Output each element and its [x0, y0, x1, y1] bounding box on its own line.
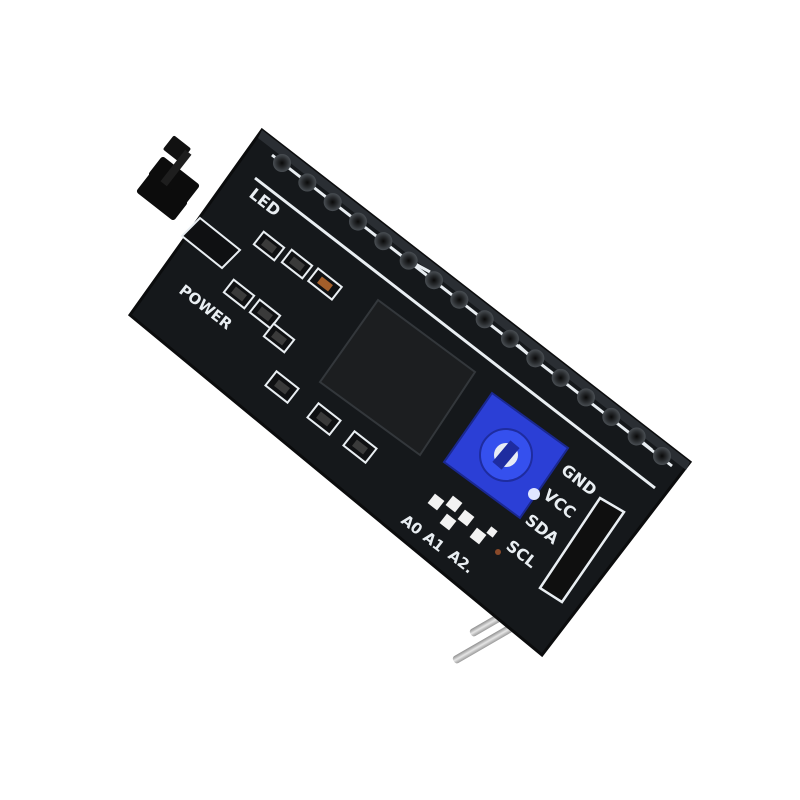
header-hole [577, 388, 595, 407]
header-hole [425, 271, 443, 290]
header-hole [374, 232, 393, 251]
header-hole [551, 368, 570, 387]
pcf8574-ic [318, 298, 477, 457]
header-hole [627, 427, 646, 446]
header-hole [399, 251, 418, 270]
header-hole [653, 447, 671, 465]
header-hole [501, 329, 519, 348]
address-pads [427, 493, 501, 555]
header-hole [450, 290, 469, 309]
header-hole [323, 193, 342, 212]
pcb-edge-highlight [258, 130, 690, 470]
header-hole [298, 173, 317, 192]
header-hole [475, 310, 494, 329]
i2c-header-housing [538, 496, 626, 604]
smd-bodies [231, 238, 368, 455]
contrast-potentiometer[interactable] [442, 391, 570, 520]
header-hole [526, 349, 545, 368]
header-hole [349, 212, 367, 231]
header-hole [273, 154, 291, 172]
lcd-header-holes [273, 154, 671, 465]
led-jumper[interactable] [136, 135, 242, 270]
header-hole [602, 407, 621, 426]
